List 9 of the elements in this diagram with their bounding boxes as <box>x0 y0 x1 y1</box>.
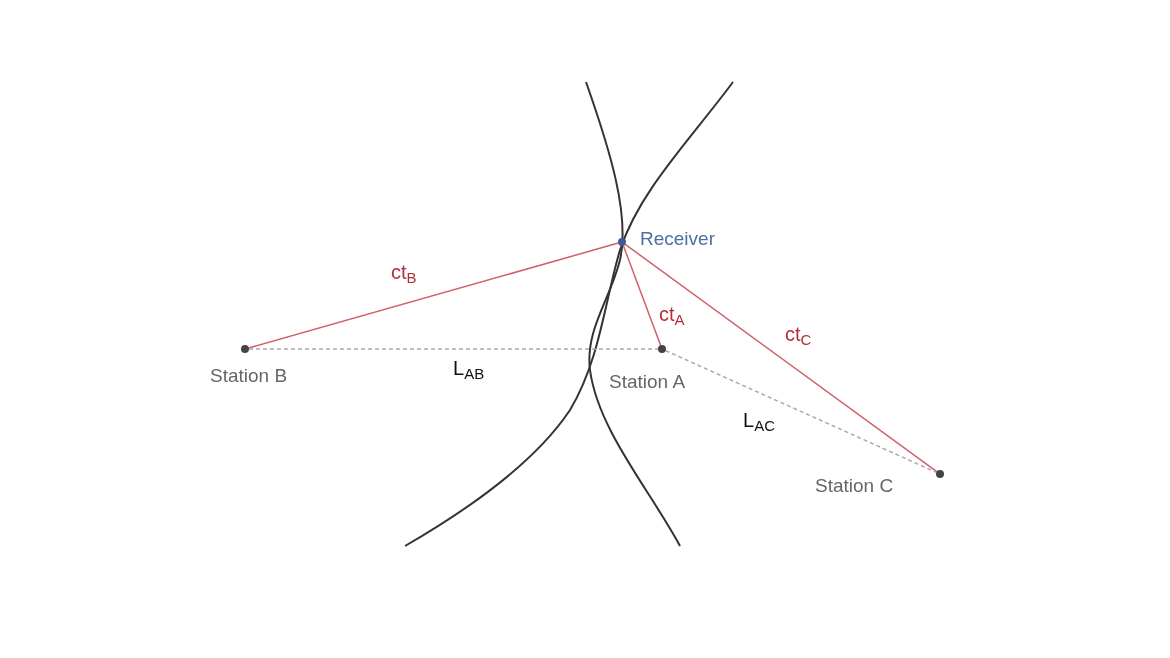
distance-line <box>248 242 619 349</box>
dashed-line <box>664 349 938 474</box>
point-label: Station B <box>210 364 288 388</box>
point-label: Receiver <box>640 227 715 251</box>
distance-line <box>624 243 938 473</box>
point-label: Station A <box>609 370 686 394</box>
point-label: Station C <box>815 474 894 498</box>
dashed-line <box>248 348 659 350</box>
distance-line <box>622 245 662 346</box>
